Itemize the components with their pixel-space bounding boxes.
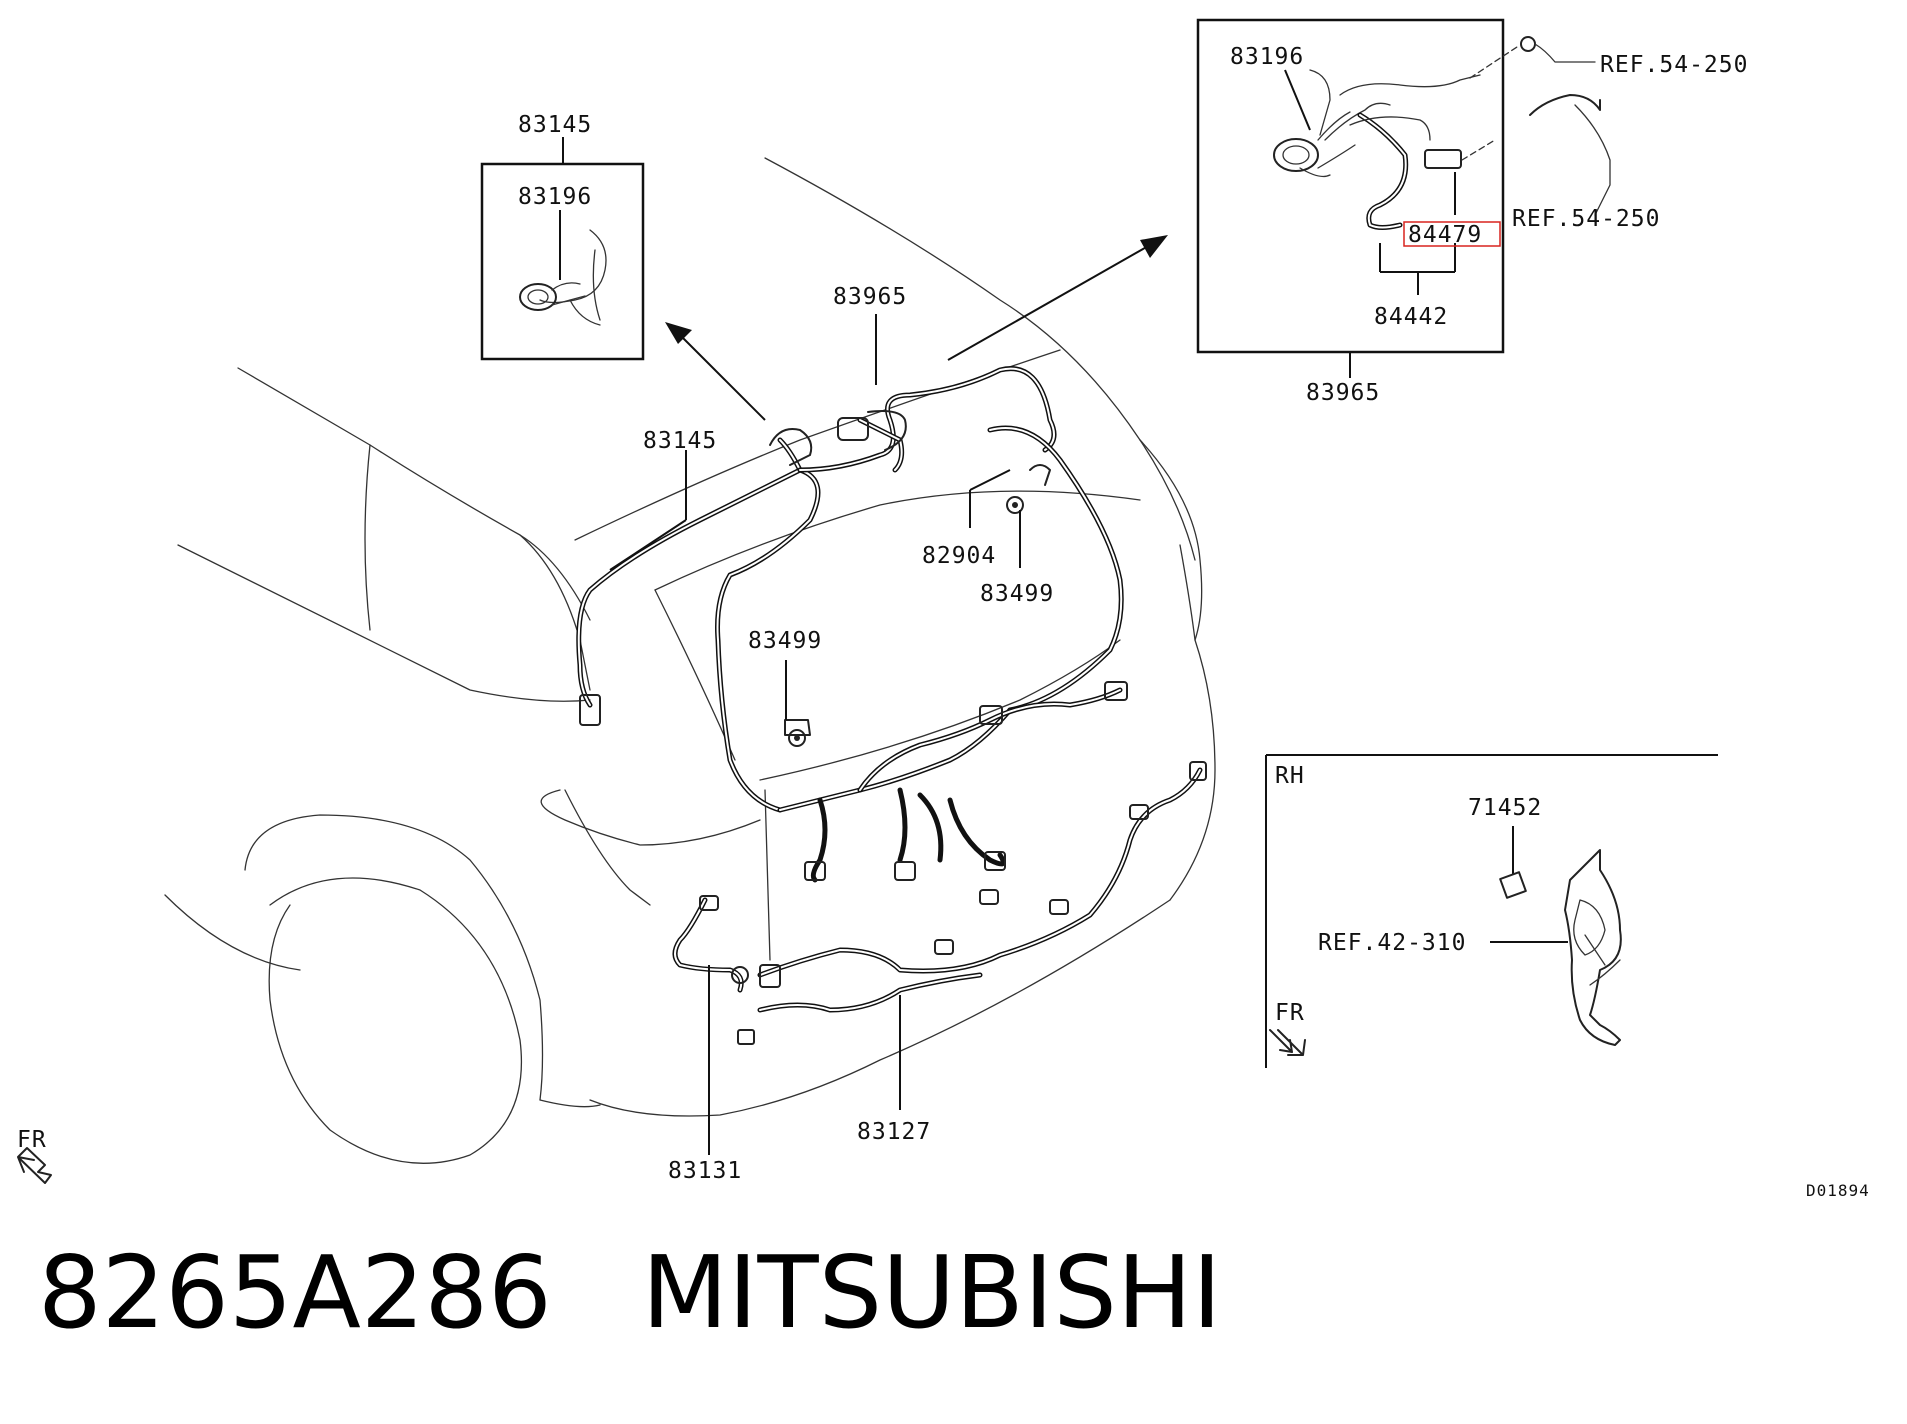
highlight-box bbox=[1403, 221, 1501, 247]
connector bbox=[579, 694, 601, 726]
label-detail-left-top: 83145 bbox=[518, 112, 592, 138]
patch bbox=[1499, 871, 1527, 899]
label-rh-title: RH bbox=[1275, 763, 1305, 789]
connector bbox=[759, 964, 781, 988]
label-harness-top: 83965 bbox=[833, 284, 907, 310]
clip bbox=[784, 719, 811, 736]
label-harness-side: 83131 bbox=[668, 1158, 742, 1184]
label-clip-upper: 82904 bbox=[922, 543, 996, 569]
diagram-code: D01894 bbox=[1806, 1181, 1870, 1200]
label-detail-left-part: 83196 bbox=[518, 184, 592, 210]
grommet bbox=[527, 289, 549, 305]
label-ref-upper: REF.54-250 bbox=[1600, 52, 1748, 78]
label-fr-inset: FR bbox=[1275, 1000, 1305, 1026]
connector bbox=[1424, 149, 1462, 169]
detail-box-left bbox=[480, 137, 645, 361]
connector-end bbox=[1520, 36, 1536, 52]
label-ref-lower: REF.54-250 bbox=[1512, 206, 1660, 232]
wiring-harness bbox=[576, 366, 1207, 1045]
grommet bbox=[1282, 145, 1310, 165]
footer: 8265A286 MITSUBISHI bbox=[38, 1228, 1222, 1358]
label-fr-main: FR bbox=[17, 1127, 47, 1153]
label-screw-upper: 83499 bbox=[980, 581, 1054, 607]
label-detail-right-bottom: 83965 bbox=[1306, 380, 1380, 406]
screw bbox=[1012, 502, 1018, 508]
connector bbox=[837, 417, 869, 441]
connector bbox=[979, 889, 999, 905]
label-detail-right-sub: 84442 bbox=[1374, 304, 1448, 330]
label-highlight-part: 84479 bbox=[1408, 222, 1482, 248]
detail-box-right bbox=[1196, 18, 1611, 378]
callout-labels: 83145 83196 83196 REF.54-250 REF.54-250 … bbox=[17, 44, 1870, 1200]
screw bbox=[788, 729, 806, 747]
detail-arrows bbox=[665, 235, 1168, 421]
callout-leaders bbox=[609, 314, 1021, 1155]
label-harness-bottom: 83127 bbox=[857, 1119, 931, 1145]
rh-inset bbox=[1265, 754, 1718, 1068]
grommet bbox=[731, 966, 749, 984]
connector bbox=[699, 895, 719, 911]
vehicle-body-outline bbox=[164, 157, 1216, 1164]
brand-name: MITSUBISHI bbox=[641, 1234, 1222, 1351]
label-rh-ref: REF.42-310 bbox=[1318, 930, 1466, 956]
screw bbox=[794, 735, 800, 741]
connector bbox=[984, 851, 1006, 871]
label-screw-lower: 83499 bbox=[748, 628, 822, 654]
connector bbox=[1129, 804, 1149, 820]
grommet bbox=[1273, 138, 1319, 172]
clip bbox=[1029, 464, 1051, 486]
part-number: 8265A286 bbox=[38, 1234, 552, 1351]
fr-arrow-icon bbox=[1269, 1029, 1306, 1056]
connector bbox=[934, 939, 954, 955]
connector bbox=[979, 705, 1003, 725]
connector bbox=[804, 861, 826, 881]
panel-part bbox=[1564, 849, 1622, 1046]
screw bbox=[1006, 496, 1024, 514]
grommet bbox=[519, 283, 557, 311]
label-harness-left: 83145 bbox=[643, 428, 717, 454]
connector bbox=[737, 1029, 755, 1045]
label-rh-part: 71452 bbox=[1468, 795, 1542, 821]
connector bbox=[1104, 681, 1128, 701]
connector bbox=[1049, 899, 1069, 915]
fr-arrow-icon bbox=[17, 1147, 52, 1184]
connector bbox=[894, 861, 916, 881]
connector bbox=[1189, 761, 1207, 781]
label-detail-right-part: 83196 bbox=[1230, 44, 1304, 70]
